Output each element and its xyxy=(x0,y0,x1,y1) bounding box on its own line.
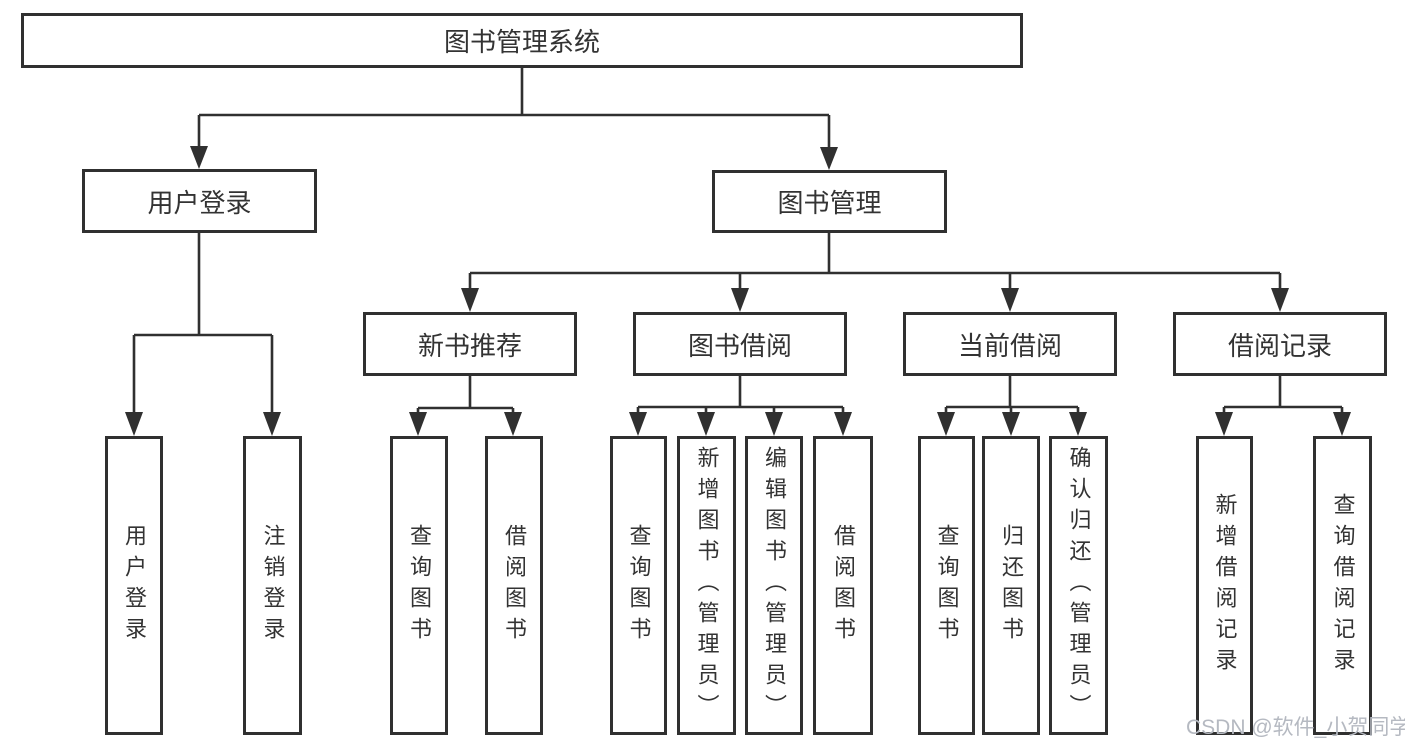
node-new-book-recommendation: 新书推荐 xyxy=(363,312,577,376)
leaf-borrow-books-recommend: 借阅图书 xyxy=(485,436,543,735)
leaf-add-books-admin: 新增图书（管理员） xyxy=(677,436,736,735)
leaf-logout: 注销登录 xyxy=(243,436,302,735)
leaf-query-books-recommend: 查询图书 xyxy=(390,436,448,735)
node-label: 图书借阅 xyxy=(687,330,792,361)
node-library-system: 图书管理系统 xyxy=(21,13,1023,68)
node-label: 当前借阅 xyxy=(957,330,1062,361)
node-label: 借阅记录 xyxy=(1227,330,1332,361)
node-borrowing-records: 借阅记录 xyxy=(1173,312,1387,376)
node-book-management: 图书管理 xyxy=(712,170,947,233)
node-label: 新书推荐 xyxy=(417,330,522,361)
node-label: 新增图书（管理员） xyxy=(694,446,720,725)
node-label: 图书管理 xyxy=(777,188,882,218)
node-label: 借阅图书 xyxy=(831,523,856,648)
node-label: 确认归还（管理员） xyxy=(1066,446,1092,725)
node-label: 查询图书 xyxy=(407,523,432,648)
node-book-borrowing: 图书借阅 xyxy=(633,312,847,376)
node-current-borrowing: 当前借阅 xyxy=(903,312,1117,376)
leaf-query-books-current: 查询图书 xyxy=(918,436,975,735)
leaf-add-borrow-record: 新增借阅记录 xyxy=(1196,436,1253,735)
leaf-confirm-return-admin: 确认归还（管理员） xyxy=(1049,436,1108,735)
leaf-query-books-borrowing: 查询图书 xyxy=(610,436,667,735)
node-label: 借阅图书 xyxy=(502,523,527,648)
leaf-user-login: 用户登录 xyxy=(105,436,163,735)
watermark: CSDN @软件_小贺同学 xyxy=(1186,716,1405,739)
leaf-return-books: 归还图书 xyxy=(982,436,1040,735)
node-label: 编辑图书（管理员） xyxy=(762,446,787,725)
leaf-query-borrow-record: 查询借阅记录 xyxy=(1313,436,1372,735)
node-label: 查询图书 xyxy=(626,523,652,648)
node-label: 归还图书 xyxy=(999,523,1024,648)
leaf-borrow-books-borrowing: 借阅图书 xyxy=(813,436,873,735)
node-user-login: 用户登录 xyxy=(82,169,317,233)
node-label: 查询图书 xyxy=(934,523,960,648)
node-label: 用户登录 xyxy=(147,187,252,218)
leaf-edit-books-admin: 编辑图书（管理员） xyxy=(745,436,803,735)
node-label: 注销登录 xyxy=(260,523,286,648)
node-label: 图书管理系统 xyxy=(443,27,600,57)
node-label: 新增借阅记录 xyxy=(1212,492,1238,679)
node-label: 用户登录 xyxy=(122,523,147,648)
node-label: 查询借阅记录 xyxy=(1330,492,1356,679)
